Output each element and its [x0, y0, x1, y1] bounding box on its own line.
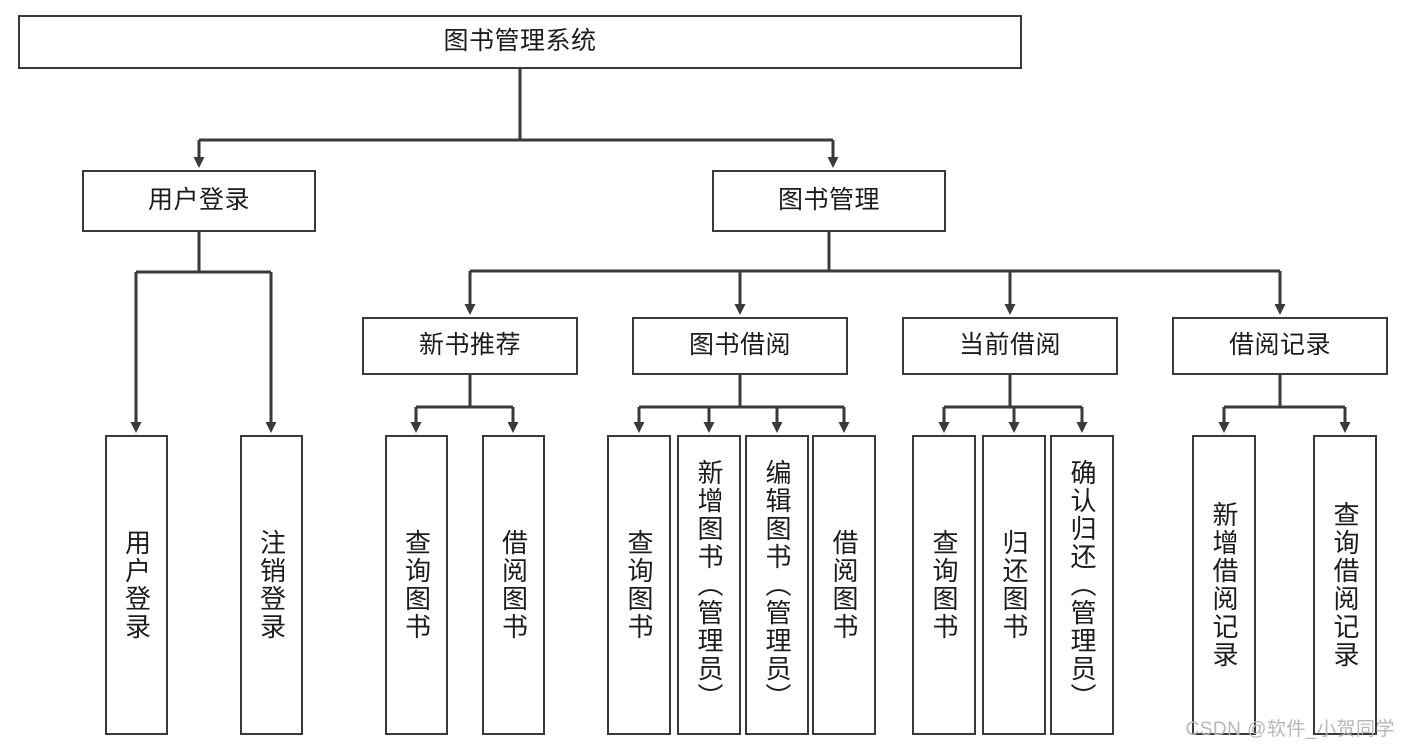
node-book-borrow[interactable]: 图书借阅 — [632, 317, 848, 375]
node-root-label: 图书管理系统 — [443, 27, 597, 56]
node-leaf-query-record[interactable]: 查询借阅记录 — [1313, 435, 1377, 735]
node-borrow-record[interactable]: 借阅记录 — [1172, 317, 1388, 375]
node-leaf-add-book-label: 新增图书（管理员） — [694, 459, 724, 711]
node-leaf-query-record-label: 查询借阅记录 — [1330, 501, 1360, 669]
node-leaf-query-book-1[interactable]: 查询图书 — [385, 435, 448, 735]
node-borrow-record-label: 借阅记录 — [1228, 331, 1331, 360]
node-leaf-borrow-book-2-label: 借阅图书 — [829, 529, 859, 641]
node-current-borrow[interactable]: 当前借阅 — [902, 317, 1118, 375]
node-user-login[interactable]: 用户登录 — [82, 170, 316, 232]
node-leaf-return-book[interactable]: 归还图书 — [982, 435, 1046, 735]
node-new-book-recommend-label: 新书推荐 — [418, 331, 521, 360]
node-leaf-return-book-label: 归还图书 — [999, 529, 1029, 641]
node-leaf-query-book-3[interactable]: 查询图书 — [912, 435, 976, 735]
node-leaf-add-record-label: 新增借阅记录 — [1209, 501, 1239, 669]
node-leaf-query-book-2[interactable]: 查询图书 — [607, 435, 671, 735]
node-book-borrow-label: 图书借阅 — [688, 331, 791, 360]
node-leaf-borrow-book-1[interactable]: 借阅图书 — [482, 435, 545, 735]
node-new-book-recommend[interactable]: 新书推荐 — [362, 317, 578, 375]
node-leaf-user-logout-label: 注销登录 — [256, 529, 287, 641]
csdn-watermark: CSDN @软件_小贺同学 — [1185, 719, 1395, 740]
node-current-borrow-label: 当前借阅 — [958, 331, 1061, 360]
node-root[interactable]: 图书管理系统 — [18, 15, 1022, 69]
node-leaf-query-book-1-label: 查询图书 — [401, 529, 432, 641]
node-leaf-confirm-return[interactable]: 确认归还（管理员） — [1050, 435, 1114, 735]
node-leaf-add-record[interactable]: 新增借阅记录 — [1192, 435, 1256, 735]
node-book-manage-label: 图书管理 — [777, 186, 880, 215]
node-leaf-borrow-book-1-label: 借阅图书 — [498, 529, 529, 641]
node-leaf-user-logout[interactable]: 注销登录 — [240, 435, 303, 735]
node-leaf-query-book-2-label: 查询图书 — [624, 529, 654, 641]
node-leaf-borrow-book-2[interactable]: 借阅图书 — [812, 435, 876, 735]
node-leaf-edit-book[interactable]: 编辑图书（管理员） — [745, 435, 809, 735]
node-leaf-add-book[interactable]: 新增图书（管理员） — [677, 435, 741, 735]
node-user-login-label: 用户登录 — [147, 186, 250, 215]
node-book-manage[interactable]: 图书管理 — [712, 170, 946, 232]
node-leaf-query-book-3-label: 查询图书 — [929, 529, 959, 641]
node-leaf-user-login[interactable]: 用户登录 — [105, 435, 168, 735]
node-leaf-edit-book-label: 编辑图书（管理员） — [762, 459, 792, 711]
node-leaf-user-login-label: 用户登录 — [121, 529, 152, 641]
node-leaf-confirm-return-label: 确认归还（管理员） — [1067, 459, 1097, 711]
